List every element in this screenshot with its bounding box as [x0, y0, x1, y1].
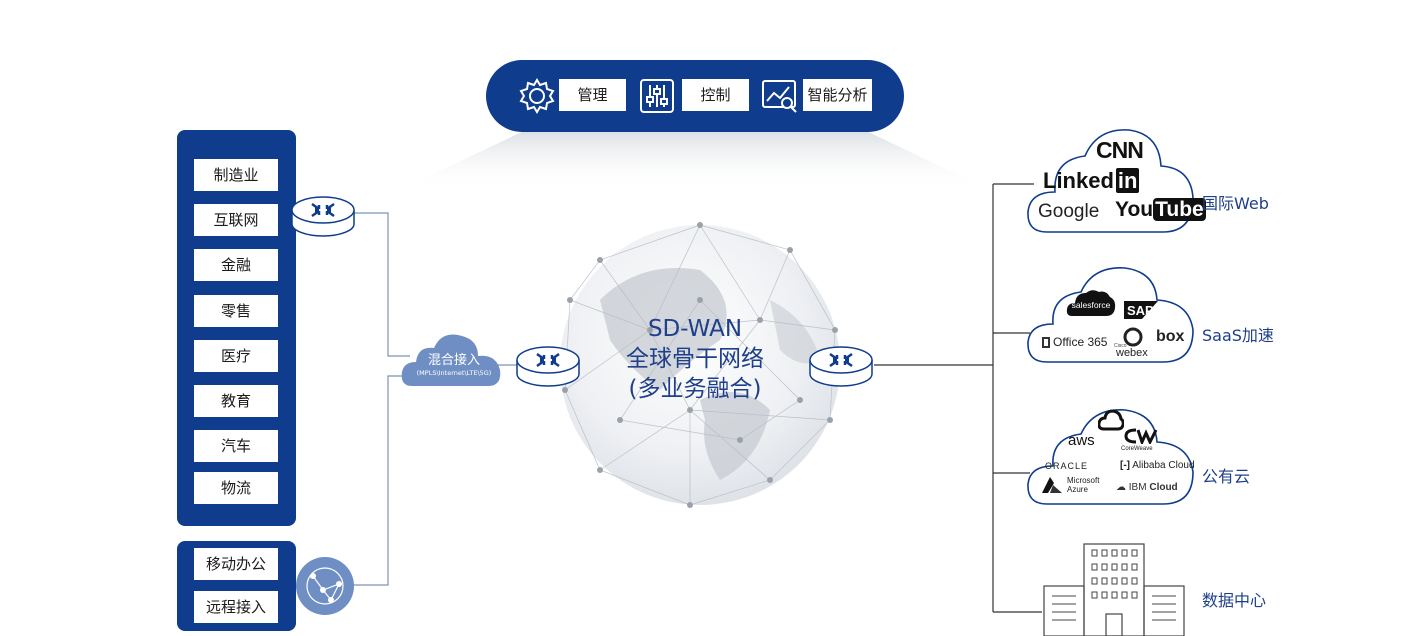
datacenter-label: 数据中心 [1202, 591, 1267, 610]
industry-retail: 零售 [194, 295, 278, 327]
control-plane-bar: 管理 控制 智能分析 [486, 60, 904, 132]
industry-manufacturing: 制造业 [194, 159, 278, 191]
mobile-panel: 移动办公 远程接入 [177, 541, 296, 631]
industry-medical: 医疗 [194, 340, 278, 372]
control-label: 控制 [682, 79, 749, 111]
hybrid-access-label: 混合接入 [427, 353, 480, 368]
link-industry-router [350, 212, 410, 357]
svg-text:SAP: SAP [1127, 303, 1154, 318]
public-cloud [1027, 409, 1194, 505]
salesforce-logo: salesforce [1066, 290, 1116, 316]
svg-text:salesforce: salesforce [1072, 300, 1111, 310]
analytics-label: 智能分析 [803, 79, 872, 111]
intl-web-label: 国际Web [1202, 194, 1269, 213]
industry-internet: 互联网 [194, 204, 278, 236]
router-icon [809, 346, 873, 387]
cisco-mark: Cisco [1114, 343, 1127, 349]
industry-education: 教育 [194, 385, 278, 417]
gear-icon [519, 78, 555, 114]
globe-graphic [560, 222, 840, 508]
datacenter-building-icon [1043, 543, 1185, 636]
office365-logo: Office 365 [1042, 335, 1107, 349]
coreweave-icon [1124, 428, 1158, 444]
webex-logo: webex [1116, 347, 1148, 359]
oracle-logo: ORACLE [1045, 461, 1089, 471]
public-cloud-label: 公有云 [1202, 467, 1251, 486]
industry-finance: 金融 [194, 249, 278, 281]
sliders-icon [640, 79, 674, 113]
industry-logistics: 物流 [194, 472, 278, 504]
core-title-line3: (多业务融合) [628, 376, 762, 402]
management-beam [400, 128, 990, 190]
core-title-line2: 全球骨干网络 [626, 346, 764, 372]
hybrid-cloud-icon [401, 334, 501, 386]
coreweave-logo: CoreWeave [1121, 446, 1153, 452]
management-label: 管理 [559, 79, 626, 111]
google-logo: Google [1038, 201, 1100, 222]
industry-panel: 制造业 互联网 金融 零售 医疗 教育 汽车 物流 [177, 130, 296, 526]
hybrid-access-protocols: (MPLS\Internet\LTE\5G) [416, 369, 492, 377]
web-cloud [1027, 129, 1194, 233]
ibm-cloud-logo: ☁ IBM Cloud [1116, 482, 1178, 493]
aws-logo: aws [1068, 432, 1095, 449]
mobile-office: 移动办公 [194, 548, 278, 580]
sap-logo: SAP [1124, 301, 1158, 319]
remote-access: 远程接入 [194, 591, 278, 623]
core-title-line1: SD-WAN [647, 316, 743, 342]
link-mobile [352, 375, 410, 586]
analytics-icon [762, 80, 797, 113]
box-logo: box [1156, 328, 1185, 345]
core-network-title: SD-WAN 全球骨干网络 (多业务融合) [560, 314, 830, 404]
cnn-logo: CNN [1096, 137, 1144, 163]
gcp-icon [1098, 409, 1124, 431]
webex-icon [1123, 327, 1143, 347]
alibaba-cloud-logo: [-] Alibaba Cloud [1120, 460, 1195, 471]
router-icon [291, 196, 355, 237]
router-icon [516, 346, 580, 387]
azure-icon [1042, 477, 1062, 493]
industry-automotive: 汽车 [194, 430, 278, 462]
saas-accel-label: SaaS加速 [1202, 326, 1274, 345]
youtube-logo: YouTube [1115, 198, 1206, 221]
mobile-network-icon [296, 557, 354, 615]
